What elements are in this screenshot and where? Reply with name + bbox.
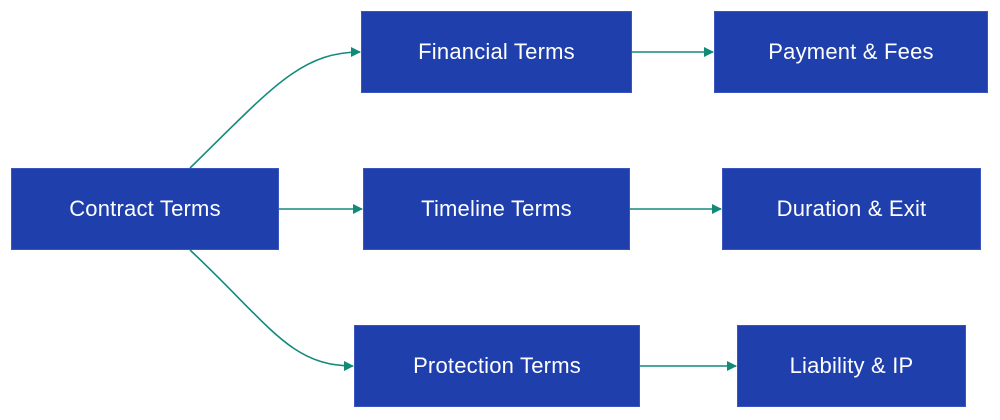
node-label: Financial Terms bbox=[418, 39, 575, 64]
node-protection-terms[interactable]: Protection Terms bbox=[354, 325, 640, 407]
node-label: Timeline Terms bbox=[421, 196, 572, 221]
node-label: Duration & Exit bbox=[776, 196, 927, 221]
node-contract-terms[interactable]: Contract Terms bbox=[11, 168, 279, 250]
node-label: Liability & IP bbox=[789, 353, 914, 378]
node-financial-terms[interactable]: Financial Terms bbox=[361, 11, 632, 93]
node-payment-fees[interactable]: Payment & Fees bbox=[714, 11, 988, 93]
edge-contract-to-protection bbox=[189, 249, 354, 371]
edge-contract-to-financial bbox=[189, 47, 361, 169]
node-label: Protection Terms bbox=[413, 353, 581, 378]
node-label: Payment & Fees bbox=[768, 39, 934, 64]
node-liability-ip[interactable]: Liability & IP bbox=[737, 325, 966, 407]
node-timeline-terms[interactable]: Timeline Terms bbox=[363, 168, 630, 250]
node-duration-exit[interactable]: Duration & Exit bbox=[722, 168, 981, 250]
node-label: Contract Terms bbox=[69, 196, 221, 221]
